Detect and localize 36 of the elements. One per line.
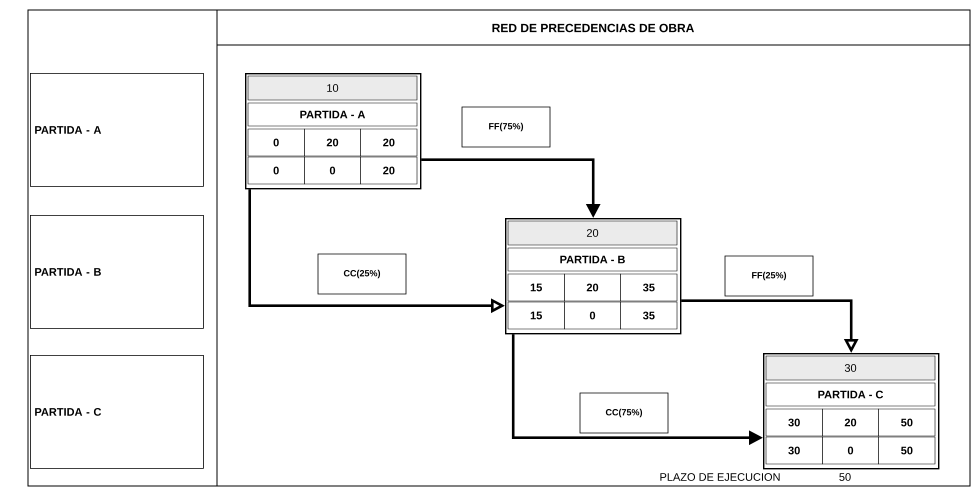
activity-name-cell: PARTIDA - B [508, 248, 678, 272]
time-cell: 0 [822, 436, 879, 464]
activity-name-cell: PARTIDA - A [248, 102, 418, 126]
row-label-box: PARTIDA - B [30, 215, 204, 329]
row-label-box: PARTIDA - C [30, 355, 204, 469]
time-cell: 0 [248, 128, 305, 156]
time-cell: 0 [248, 156, 305, 184]
time-cell: 20 [304, 128, 361, 156]
time-cell: 35 [620, 302, 678, 330]
activity-name-cell: PARTIDA - C [766, 382, 936, 406]
time-cell: 35 [620, 274, 678, 302]
edge-label: CC(25%) [318, 254, 406, 294]
activity-box [245, 73, 422, 190]
time-cell: 50 [878, 436, 936, 464]
title: RED DE PRECEDENCIAS DE OBRA [492, 24, 694, 32]
time-cell: 20 [360, 156, 418, 184]
edge-label: CC(75%) [580, 392, 668, 434]
time-cell: 50 [878, 408, 936, 436]
duration-cell: 10 [248, 76, 418, 100]
time-cell: 30 [766, 436, 823, 464]
time-cell: 30 [766, 408, 823, 436]
activity-box [505, 218, 682, 334]
duration-cell: 30 [766, 356, 936, 380]
time-cell: 20 [822, 408, 879, 436]
time-cell: 20 [564, 274, 621, 302]
duration-cell: 20 [508, 220, 678, 246]
time-cell: 15 [508, 274, 565, 302]
time-cell: 0 [564, 302, 621, 330]
edge-label: FF(25%) [724, 256, 814, 296]
time-cell: 0 [304, 156, 361, 184]
activity-box [763, 353, 940, 470]
row-label-box: PARTIDA - A [30, 73, 204, 187]
edge-label: FF(75%) [462, 106, 550, 148]
time-cell: 15 [508, 302, 565, 330]
time-cell: 20 [360, 128, 418, 156]
note-text: PLAZO DE EJECUCION [660, 473, 780, 481]
